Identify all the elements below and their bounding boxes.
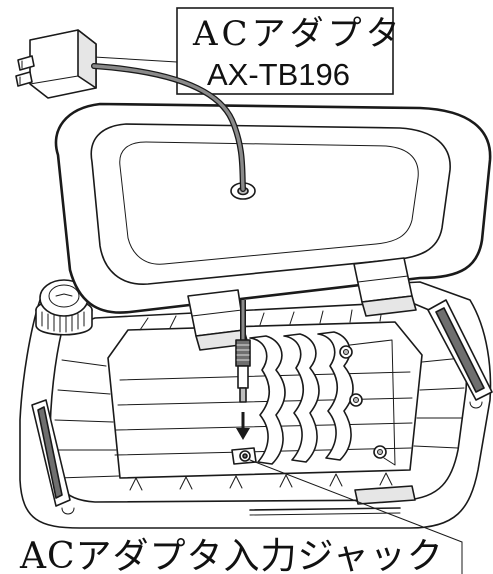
hinge-left [187,289,249,351]
rim-teeth-bottom [129,472,393,491]
rim-ribs-left [53,359,120,479]
left-clip [31,399,75,515]
right-clip [427,299,493,409]
adapter-leader-line [93,56,178,63]
rim-ribs-right [413,357,465,449]
ac-adapter-plug-icon [15,29,97,99]
dc-plug [235,300,251,403]
adapter-label-line1: ACアダプタ [192,14,404,54]
arrow-down-icon [236,412,250,440]
battery-springs [249,331,396,466]
dc-input-jack [231,447,257,465]
adapter-callout: ACアダプタ AX-TB196 [176,7,404,95]
jack-label: ACアダプタ入力ジャック [19,536,444,574]
jack-leader-line [249,459,463,543]
hinge-right [353,257,417,317]
tray-knob [35,279,93,336]
adapter-model-number: AX-TB196 [207,57,350,92]
lid [54,102,492,314]
